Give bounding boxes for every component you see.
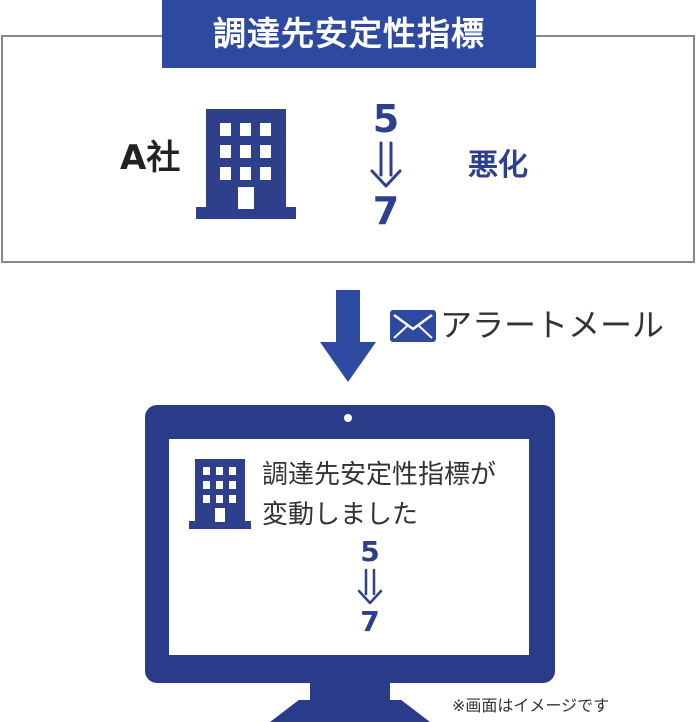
screen-score-from: 5 (360, 535, 380, 568)
indicator-panel (1, 35, 695, 263)
down-double-arrow-icon (370, 141, 402, 188)
alert-mail-label: アラートメール (440, 306, 665, 344)
footnote: ※画面はイメージです (452, 696, 610, 715)
monitor-neck (310, 682, 390, 704)
company-label: A社 (120, 138, 181, 178)
score-to: 7 (372, 189, 400, 233)
down-double-arrow-icon (357, 568, 383, 605)
screen-message-line2: 変動しました (262, 500, 419, 530)
status-label: 悪化 (468, 148, 528, 183)
screen-message: 調達先安定性指標が 変動しました (262, 455, 496, 535)
down-arrow-icon (320, 290, 376, 382)
panel-title: 調達先安定性指標 (162, 0, 536, 68)
monitor-camera (344, 414, 352, 422)
score-from: 5 (372, 97, 400, 141)
screen-score-to: 7 (360, 605, 380, 638)
screen-message-line1: 調達先安定性指標が (262, 460, 497, 490)
mail-icon (390, 310, 436, 342)
building-icon (196, 109, 296, 219)
monitor-icon (145, 405, 555, 683)
monitor-stand (270, 700, 430, 722)
building-icon (189, 459, 251, 529)
